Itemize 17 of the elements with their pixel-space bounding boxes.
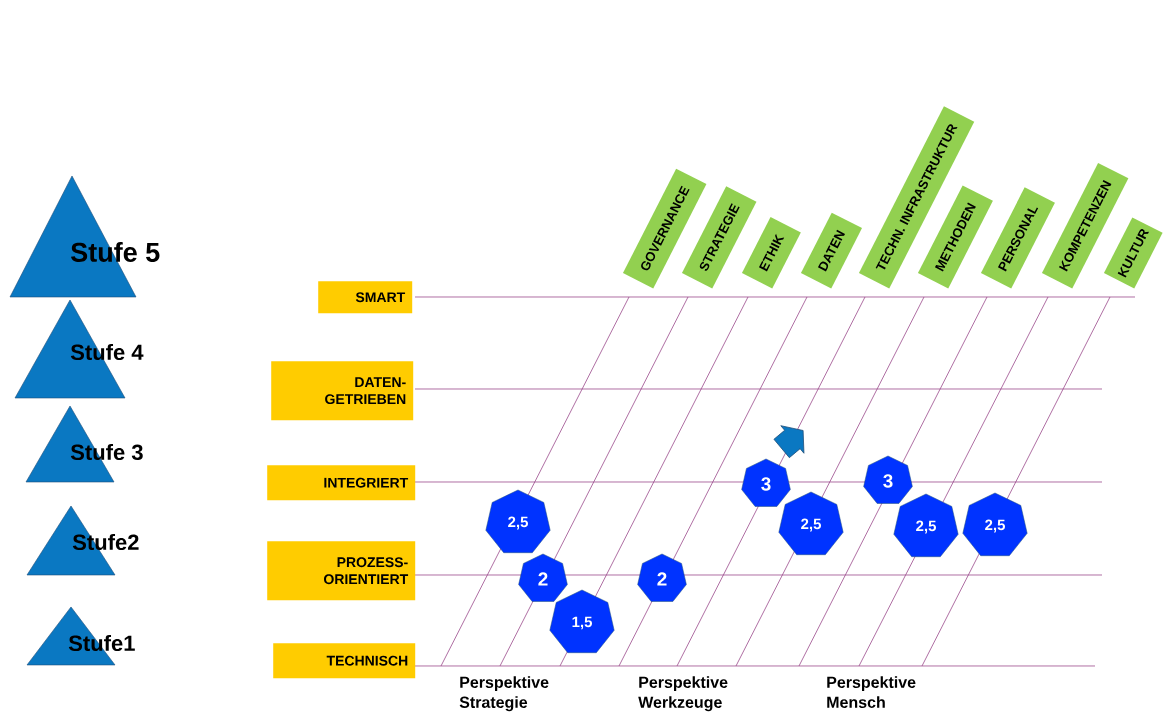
level-box: SMART xyxy=(318,281,413,314)
perspective-label: Perspektive Werkzeuge xyxy=(638,676,728,712)
score-heptagon: 3 xyxy=(863,455,913,504)
score-heptagon: 3 xyxy=(741,458,791,507)
perspective-label: Perspektive Strategie xyxy=(459,676,549,712)
score-heptagon: 2,5 xyxy=(778,491,844,555)
perspective-label: Perspektive Mensch xyxy=(827,676,916,708)
level-box: DATEN- GETRIEBEN xyxy=(271,361,414,421)
level-box: TECHNISCH xyxy=(273,643,416,679)
score-heptagon: 1,5 xyxy=(549,589,615,653)
level-box: PROZESS- ORIENTIERT xyxy=(267,541,416,601)
level-box: INTEGRIERT xyxy=(267,465,416,501)
score-heptagon: 2 xyxy=(518,553,568,602)
score-heptagon: 2,5 xyxy=(485,489,551,553)
score-heptagon: 2,5 xyxy=(893,493,959,557)
score-heptagon: 2,5 xyxy=(962,492,1028,556)
score-heptagon: 2 xyxy=(637,553,687,602)
